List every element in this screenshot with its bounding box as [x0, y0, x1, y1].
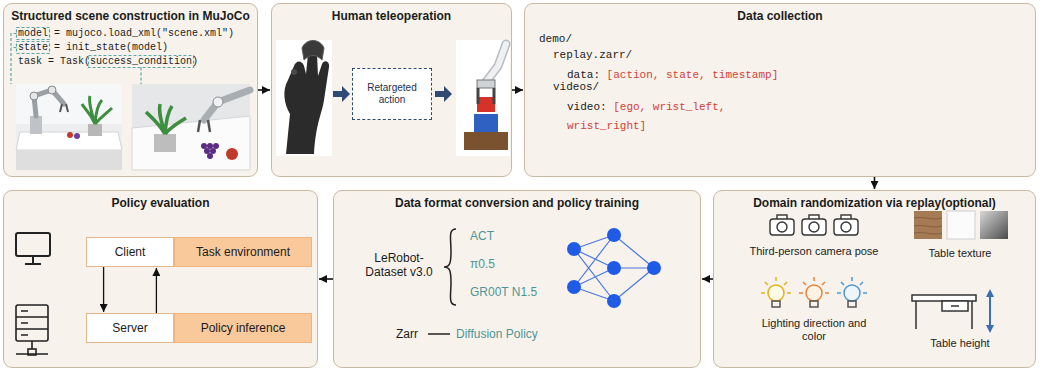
stage-panel: Client Task environmentServer Policy infer…	[3, 190, 318, 368]
code-line: state = init_state(model)	[18, 42, 168, 54]
brace	[444, 229, 456, 305]
stage-panel: Domain randomization via replay(optional…	[713, 190, 1036, 368]
process-box: Retargeted action	[352, 68, 432, 120]
code-key: video:	[567, 101, 607, 113]
text-slot: ACT	[470, 229, 494, 243]
item-label: Lighting direction and color	[754, 317, 874, 343]
text-slot: Table height	[910, 337, 1010, 350]
panel-title: Policy evaluation	[4, 196, 317, 210]
flow-arrow	[319, 278, 333, 280]
flow-arrow	[103, 267, 104, 312]
box-label: Client	[115, 245, 146, 259]
item-label: Table height	[910, 337, 1010, 350]
scene-render-close	[132, 84, 250, 170]
policy-name: ACT	[470, 229, 494, 243]
stage-panel: Data collection demo/replay.zarr/data: [ac…	[524, 3, 1036, 177]
operator-hand	[276, 40, 332, 156]
flow-arrow	[702, 278, 713, 280]
panel-title: Human teleoperation	[272, 9, 511, 23]
box-label: Policy inference	[201, 321, 286, 335]
item-label: Table texture	[910, 247, 1010, 260]
dataset-name: LeRobot-Dataset v3.0	[356, 251, 442, 279]
text-slot: GR00T N1.5	[470, 285, 537, 299]
format-name: Zarr	[396, 327, 418, 341]
policy-name: Diffusion Policy	[456, 327, 538, 341]
panel-title: Data format conversion and policy traini…	[334, 196, 700, 210]
height-arrow	[986, 289, 994, 333]
flow-arrow	[156, 268, 157, 313]
item-label: Third-person camera pose	[734, 245, 894, 258]
text-slot: Structured scene construction in MuJoCo	[4, 9, 257, 23]
panel-title: Structured scene construction in MuJoCo	[4, 9, 257, 23]
robot-gripper	[456, 40, 510, 156]
stage-panel: Data format conversion and policy traini…	[333, 190, 701, 368]
text-slot: demo/	[539, 32, 572, 47]
code-line: videos/	[553, 80, 599, 95]
process-box: Client	[86, 237, 174, 267]
camera-icons	[770, 215, 858, 235]
text-slot: Data collection	[525, 9, 1035, 23]
text-slot: task = Task(success_condition)	[18, 56, 198, 68]
text-slot: π0.5	[470, 257, 495, 271]
text-slot: videos/	[553, 80, 599, 95]
code-row: data: [action, state, timestamp]	[567, 64, 887, 83]
network-icon	[567, 228, 661, 308]
code-line: replay.zarr/	[553, 48, 632, 63]
text-slot: LeRobot-Dataset v3.0	[356, 251, 442, 279]
process-box: Server	[86, 313, 174, 343]
scene-render-wide	[16, 84, 122, 170]
stage-panel: Structured scene construction in MuJoCo m…	[3, 3, 258, 177]
training-illustration	[334, 191, 702, 369]
text-slot: Zarr	[396, 327, 418, 341]
text-slot: Lighting direction and color	[754, 317, 874, 343]
panel-title: Data collection	[525, 9, 1035, 23]
box-label: Retargeted action	[357, 82, 427, 106]
flow-arrow	[258, 89, 270, 91]
texture-swatches	[914, 211, 1008, 239]
stage-panel: Retargeted action Human teleoperation	[271, 3, 512, 177]
policy-name: GR00T N1.5	[470, 285, 537, 299]
text-slot: Human teleoperation	[272, 9, 511, 23]
text-slot: Data format conversion and policy traini…	[334, 196, 700, 210]
light-bulbs	[761, 277, 867, 307]
text-slot: state = init_state(model)	[18, 42, 168, 54]
server-icon	[16, 305, 48, 355]
panel-title: Domain randomization via replay(optional…	[714, 196, 1035, 210]
process-box: Task environment	[174, 237, 312, 267]
text-slot: model = mujoco.load_xml("scene.xml")	[18, 28, 234, 40]
process-box: Policy inference	[174, 313, 312, 343]
dash-rule	[428, 333, 450, 335]
flow-arrow	[512, 89, 523, 91]
box-label: Task environment	[196, 245, 290, 259]
code-value: [action, state, timestamp]	[607, 69, 779, 81]
policy-name: π0.5	[470, 257, 495, 271]
code-row: video:[ego, wrist_left, wrist_right]	[567, 96, 742, 134]
code-key: data:	[567, 69, 600, 81]
text-slot: Policy evaluation	[4, 196, 317, 210]
code-line: task = Task(success_condition)	[18, 56, 198, 68]
text-slot: replay.zarr/	[553, 48, 632, 63]
box-label: Server	[112, 321, 147, 335]
text-slot: Diffusion Policy	[456, 327, 538, 341]
text-slot: Domain randomization via replay(optional…	[714, 196, 1035, 210]
text-slot: Third-person camera pose	[734, 245, 894, 258]
text-slot: Table texture	[910, 247, 1010, 260]
code-line: demo/	[539, 32, 572, 47]
monitor-icon	[16, 233, 50, 264]
table-icon	[912, 295, 976, 329]
code-line: model = mujoco.load_xml("scene.xml")	[18, 28, 234, 40]
flow-arrow	[874, 177, 876, 189]
